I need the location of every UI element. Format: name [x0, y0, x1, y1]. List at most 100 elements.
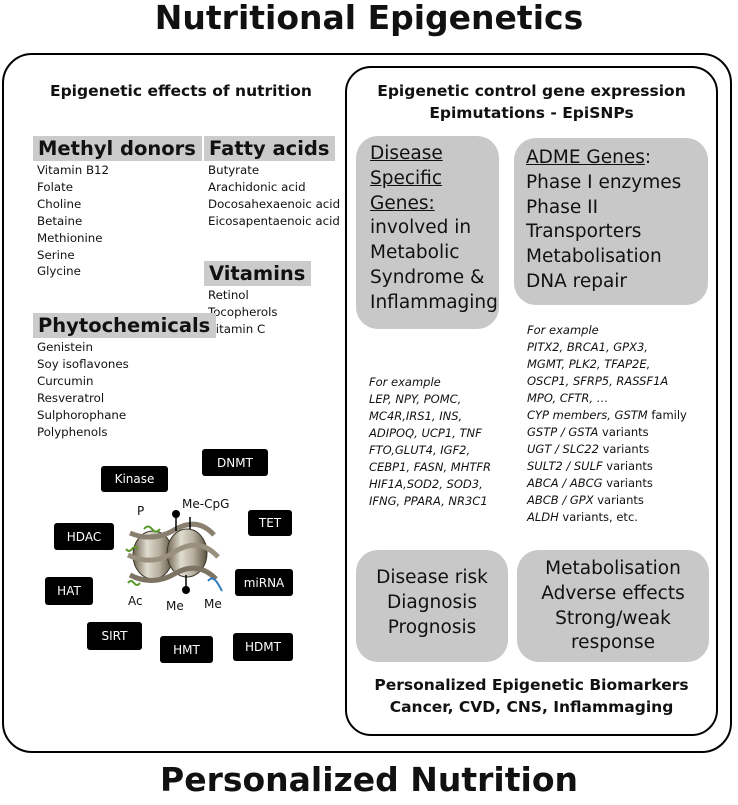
outer-frame: [2, 53, 732, 753]
disease-box-line: Syndrome &: [370, 266, 485, 288]
fatty-acids-list: Butyrate Arachidonic acid Docosahexaenoi…: [208, 162, 340, 230]
list-item: Butyrate: [208, 163, 260, 177]
example-line: CYP members, GSTM family: [527, 407, 687, 424]
disease-box-line: Disease: [370, 143, 443, 164]
phytochemicals-title: Phytochemicals: [33, 313, 217, 338]
example-line: MGMT, PLK2, TFAP2E,: [527, 357, 651, 371]
list-item: Vitamin B12: [37, 163, 110, 177]
metab-line: response: [570, 632, 656, 654]
left-heading: Epigenetic effects of nutrition: [50, 82, 312, 100]
methyl-donors-title: Methyl donors: [33, 136, 202, 161]
list-item: Resveratrol: [37, 390, 105, 405]
list-item: Methionine: [37, 230, 103, 245]
right-heading-line1: Epigenetic control gene expression: [377, 82, 686, 100]
disease-box-line: Specific: [370, 167, 443, 189]
footer-title: Personalized Nutrition: [160, 760, 578, 799]
phytochemicals-group: Phytochemicals Genistein Soy isoflavones…: [33, 313, 217, 440]
example-suffix: variants, etc.: [558, 510, 638, 524]
risk-line: Disease risk: [376, 567, 488, 588]
example-suffix: variants: [598, 425, 649, 439]
methyl-donors-list: Vitamin B12 Folate Choline Betaine Methi…: [37, 162, 202, 280]
example-genes: SULT2 / SULF: [527, 459, 603, 473]
list-item: Curcumin: [37, 373, 94, 388]
mark-me-1: Me: [166, 599, 184, 613]
list-item: Genistein: [37, 340, 93, 354]
example-line: FTO,GLUT4, IGF2,: [369, 443, 471, 457]
metab-line: Metabolisation: [545, 558, 681, 579]
example-line: HIF1A,SOD2, SOD3,: [369, 477, 483, 491]
methyl-donors-group: Methyl donors Vitamin B12 Folate Choline…: [33, 136, 202, 280]
right-heading-line2: Epimutations - EpiSNPs: [429, 104, 634, 122]
mark-ac: Ac: [128, 594, 143, 608]
list-item: Tocopherols: [208, 304, 278, 319]
list-item: Eicosapentaenoic acid: [208, 213, 340, 228]
metab-line: Adverse effects: [541, 582, 685, 604]
example-suffix: variants: [602, 476, 653, 490]
kinase-box: Kinase: [101, 466, 168, 492]
adme-colon: :: [644, 147, 652, 168]
example-genes: CYP members, GSTM: [527, 408, 648, 422]
disease-box-line: Inflammaging: [370, 291, 498, 313]
list-item: Polyphenols: [37, 424, 108, 439]
example-genes: GSTP / GSTA: [527, 425, 599, 439]
list-item: Glycine: [37, 264, 81, 279]
example-line: ABCA / ABCG variants: [527, 475, 687, 492]
list-item: Soy isoflavones: [37, 356, 129, 371]
example-suffix: variants: [602, 459, 653, 473]
example-line: For example: [369, 375, 441, 389]
example-line: ADIPOQ, UCP1, TNF: [369, 426, 482, 440]
example-line: OSCP1, SFRP5, RASSF1A: [527, 374, 669, 388]
vitamins-title: Vitamins: [204, 261, 312, 286]
sirt-box: SIRT: [87, 622, 142, 650]
metabolisation-box: Metabolisation Adverse effects Strong/we…: [517, 550, 709, 662]
adme-box-line: Phase I enzymes: [526, 171, 682, 193]
inner-frame: [345, 66, 718, 736]
disease-box-line: Genes:: [370, 192, 435, 214]
metab-line: Strong/weak: [555, 607, 671, 629]
hdac-box: HDAC: [54, 523, 114, 550]
fatty-acids-group: Fatty acids Butyrate Arachidonic acid Do…: [204, 136, 340, 230]
risk-line: Diagnosis: [387, 591, 477, 613]
mark-p: P: [137, 504, 145, 518]
adme-box-line: DNA repair: [526, 270, 628, 292]
list-item: Sulphorophane: [37, 407, 127, 422]
biomarkers-line1: Personalized Epigenetic Biomarkers: [374, 676, 689, 694]
list-item: Retinol: [208, 288, 249, 302]
list-item: Serine: [37, 247, 75, 262]
example-line: CEBP1, FASN, MHTFR: [369, 460, 491, 474]
disease-risk-box: Disease risk Diagnosis Prognosis: [356, 550, 508, 662]
example-line: UGT / SLC22 variants: [527, 441, 687, 458]
example-line: MC4R,IRS1, INS,: [369, 409, 463, 423]
disease-box-line: Metabolic: [370, 242, 460, 264]
fatty-acids-title: Fatty acids: [204, 136, 336, 161]
example-genes: UGT / SLC22: [527, 442, 599, 456]
list-item: Vitamin C: [208, 321, 266, 336]
list-item: Choline: [37, 196, 82, 211]
disease-examples-list: For example LEP, NPY, POMC, MC4R,IRS1, I…: [369, 374, 491, 510]
list-item: Arachidonic acid: [208, 179, 306, 194]
example-genes: ALDH: [527, 510, 559, 524]
list-item: Docosahexaenoic acid: [208, 196, 341, 211]
adme-genes-box: ADME Genes: Phase I enzymes Phase II Tra…: [514, 138, 708, 305]
mark-me-2: Me: [204, 597, 222, 611]
example-genes: ABCA / ABCG: [527, 476, 603, 490]
adme-box-line: Transporters: [526, 221, 642, 243]
risk-line: Prognosis: [387, 616, 477, 638]
example-line: For example: [527, 323, 599, 337]
adme-box-line: Metabolisation: [526, 246, 662, 268]
adme-examples-list: For example PITX2, BRCA1, GPX3, MGMT, PL…: [527, 322, 687, 526]
example-line: ABCB / GPX variants: [527, 492, 687, 509]
example-line: LEP, NPY, POMC,: [369, 392, 462, 406]
adme-genes-label: ADME Genes: [526, 147, 645, 168]
main-title: Nutritional Epigenetics: [154, 0, 584, 37]
example-genes: ABCB / GPX: [527, 493, 594, 507]
hdmt-box: HDMT: [233, 633, 293, 661]
example-suffix: family: [647, 408, 687, 422]
hat-box: HAT: [45, 577, 93, 605]
example-line: ALDH variants, etc.: [527, 509, 687, 526]
list-item: Betaine: [37, 213, 83, 228]
example-line: IFNG, PPARA, NR3C1: [369, 494, 488, 508]
vitamins-list: Retinol Tocopherols Vitamin C: [208, 287, 311, 338]
biomarkers-line2: Cancer, CVD, CNS, Inflammaging: [389, 698, 674, 716]
example-line: SULT2 / SULF variants: [527, 458, 687, 475]
